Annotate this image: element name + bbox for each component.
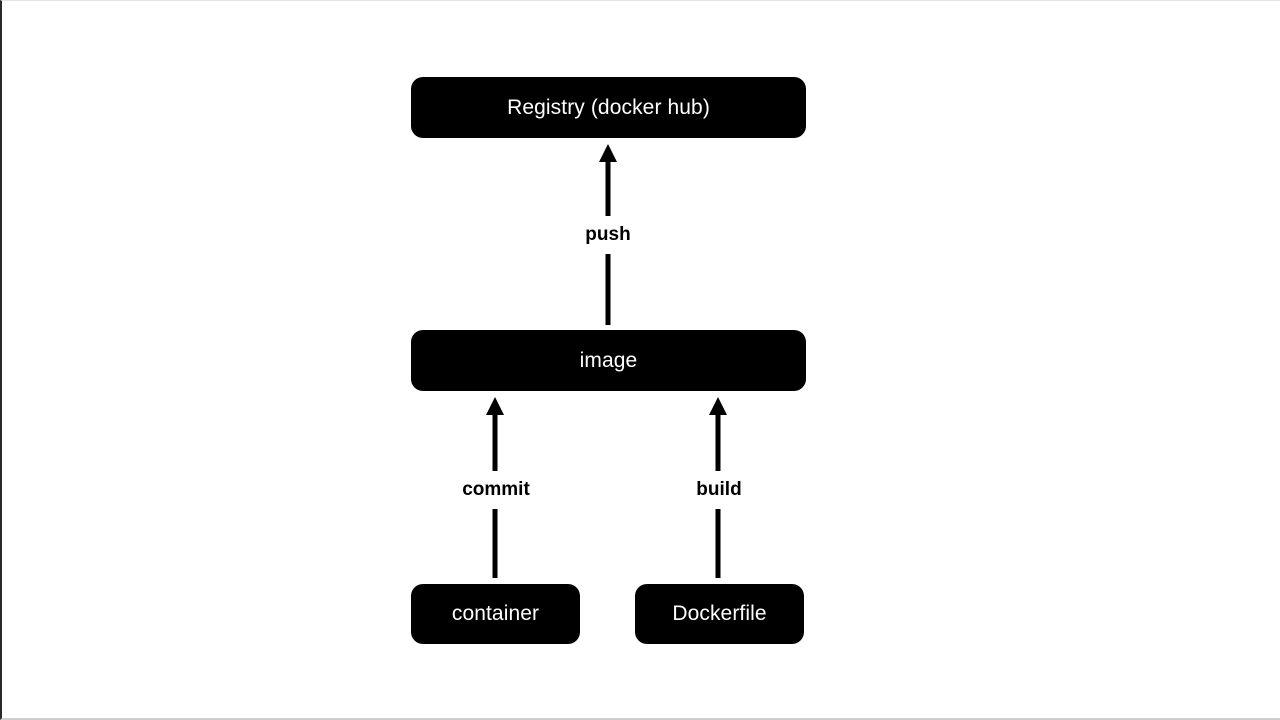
container-node-label: container (451, 602, 540, 625)
registry-node-label: Registry (docker hub) (507, 95, 710, 119)
push-edge-label: push (581, 216, 635, 254)
dockerfile-node: Dockerfile (635, 584, 804, 644)
dockerfile-node-label: Dockerfile (672, 602, 767, 625)
registry-node: Registry (docker hub) (411, 77, 806, 138)
build-edge-label: build (692, 471, 746, 509)
commit-edge-label: commit (458, 471, 534, 509)
image-node: image (411, 330, 806, 391)
image-node-label: image (579, 348, 638, 372)
container-node: container (411, 584, 580, 644)
